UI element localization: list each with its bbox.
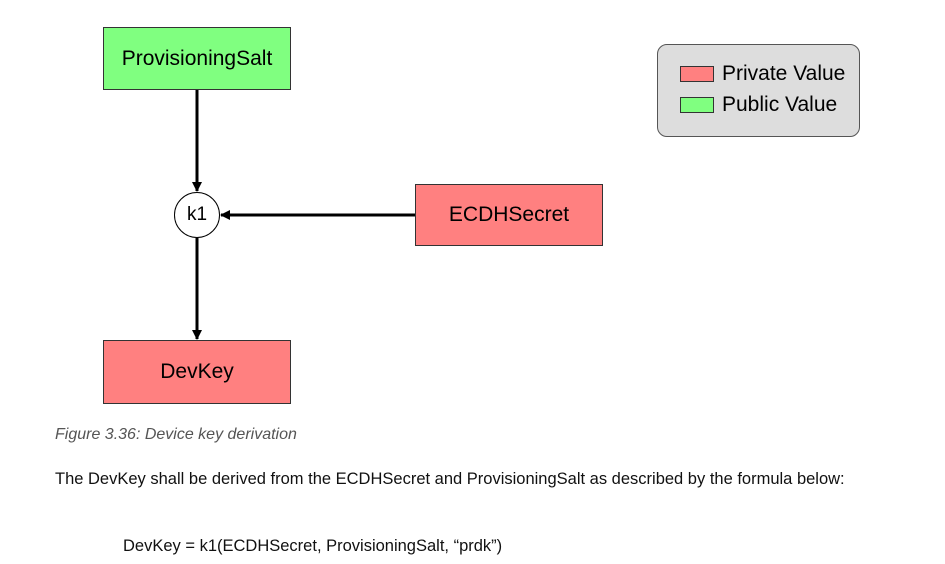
figure-caption: Figure 3.36: Device key derivation [55,426,297,443]
k1-function-node: k1 [174,192,220,238]
k1-label: k1 [186,204,208,225]
ecdh-secret-node: ECDHSecret [415,184,603,246]
ecdh-secret-label: ECDHSecret [448,203,570,226]
legend-private-label: Private Value [722,62,846,85]
legend-public-label: Public Value [722,93,838,116]
devkey-label: DevKey [160,360,234,383]
body-paragraph: The DevKey shall be derived from the ECD… [55,470,845,488]
private-color-swatch [680,66,714,82]
provisioning-salt-label: ProvisioningSalt [121,46,273,70]
formula: DevKey = k1(ECDHSecret, ProvisioningSalt… [123,537,503,555]
legend-item-private: Private Value [680,62,845,86]
public-color-swatch [680,97,714,113]
legend: Private Value Public Value [657,44,860,137]
devkey-node: DevKey [103,340,291,404]
legend-item-public: Public Value [680,93,837,117]
provisioning-salt-node: ProvisioningSalt [103,27,291,90]
